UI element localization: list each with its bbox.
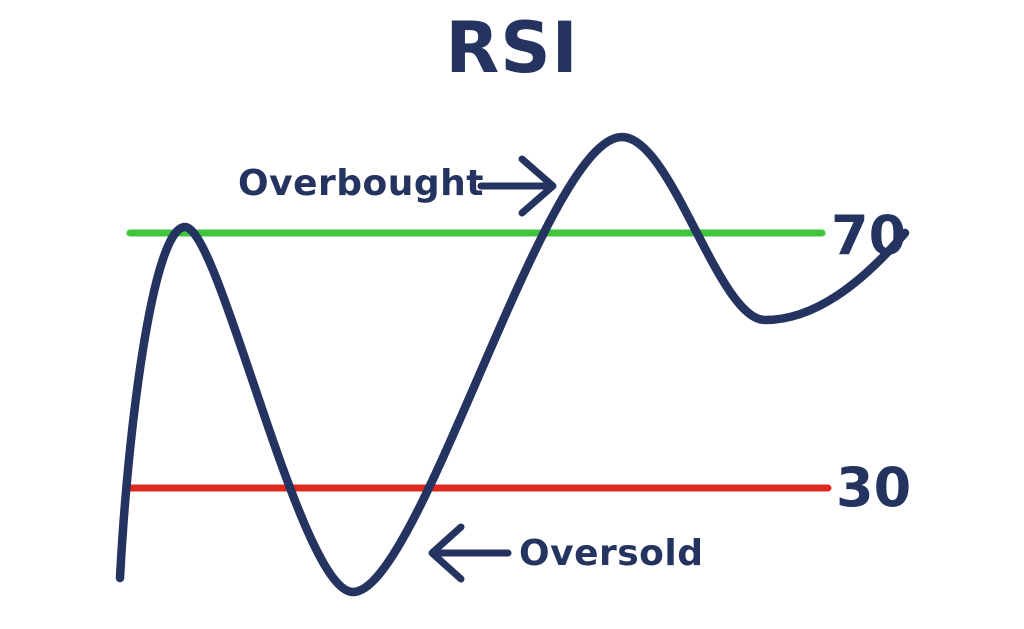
oversold-value: 30	[836, 456, 912, 519]
overbought-label: Overbought	[238, 163, 484, 204]
rsi-curve	[115, 132, 910, 597]
oversold-label: Oversold	[519, 533, 704, 574]
overbought-value: 70	[831, 204, 907, 267]
arrow-left-icon	[428, 523, 512, 583]
page-title: RSI	[445, 7, 579, 89]
arrow-right-icon	[477, 155, 557, 217]
